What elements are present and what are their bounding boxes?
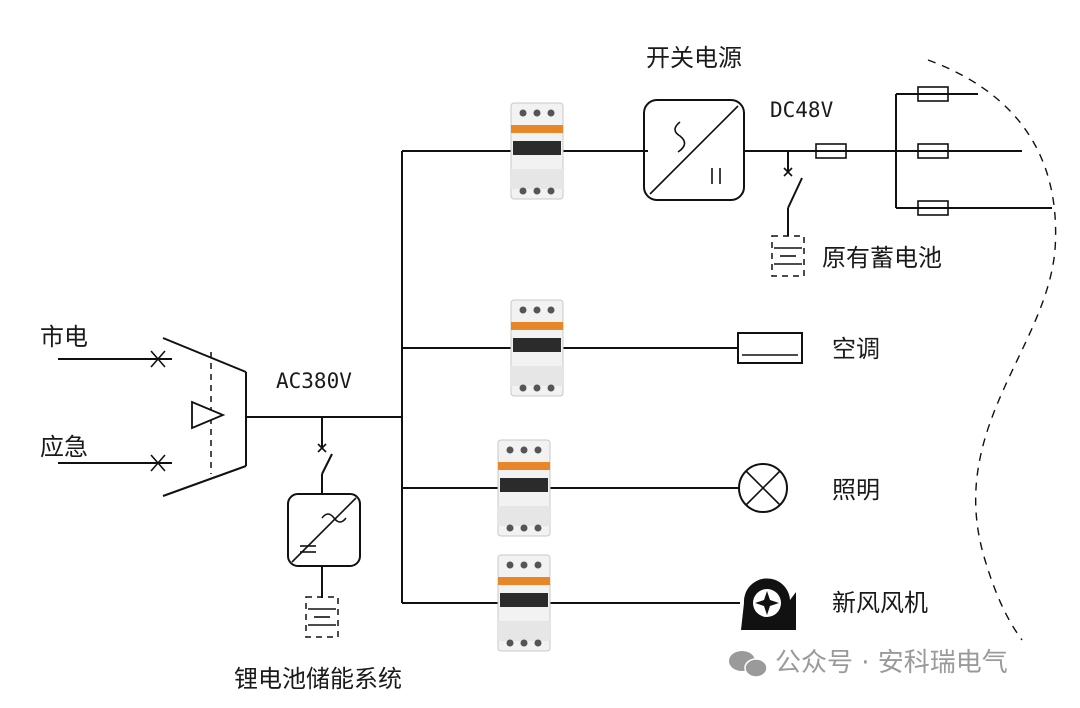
lamp-icon xyxy=(738,463,788,513)
breaker-icon xyxy=(510,102,564,200)
ac-bus-label: AC380V xyxy=(276,369,352,393)
watermark: 公众号 · 安科瑞电气 xyxy=(729,648,1008,678)
boundary-curve xyxy=(927,59,1057,641)
ats-switch xyxy=(58,337,402,497)
breaker-icon xyxy=(497,554,551,652)
rectifier-icon xyxy=(643,99,745,201)
fuse-icon xyxy=(917,200,949,216)
ac-unit-icon xyxy=(737,332,803,364)
breaker-icon xyxy=(497,439,551,537)
fuse-icon xyxy=(917,143,949,159)
fresh-air-fan-label: 新风风机 xyxy=(832,589,928,617)
existing-battery-label: 原有蓄电池 xyxy=(822,244,942,272)
lithium-branch xyxy=(287,417,361,638)
lithium-system-label: 锂电池储能系统 xyxy=(234,665,402,693)
switching-psu-label: 开关电源 xyxy=(646,44,742,72)
inverter-icon xyxy=(287,493,361,567)
watermark-text: 公众号 · 安科瑞电气 xyxy=(775,648,1008,678)
fuse-icon xyxy=(917,86,949,102)
lighting-label: 照明 xyxy=(832,476,880,504)
battery-icon xyxy=(305,596,339,638)
fan-icon xyxy=(741,578,796,630)
breaker-icon xyxy=(510,299,564,397)
fuse-icon xyxy=(815,143,847,159)
grid-label: 市电 xyxy=(40,323,88,351)
wechat-icon xyxy=(729,651,768,678)
dc-bus-label: DC48V xyxy=(770,98,834,122)
emergency-label: 应急 xyxy=(40,433,88,461)
battery-icon xyxy=(771,235,805,277)
ats-switch-icon xyxy=(191,400,226,430)
air-conditioner-label: 空调 xyxy=(832,335,880,363)
